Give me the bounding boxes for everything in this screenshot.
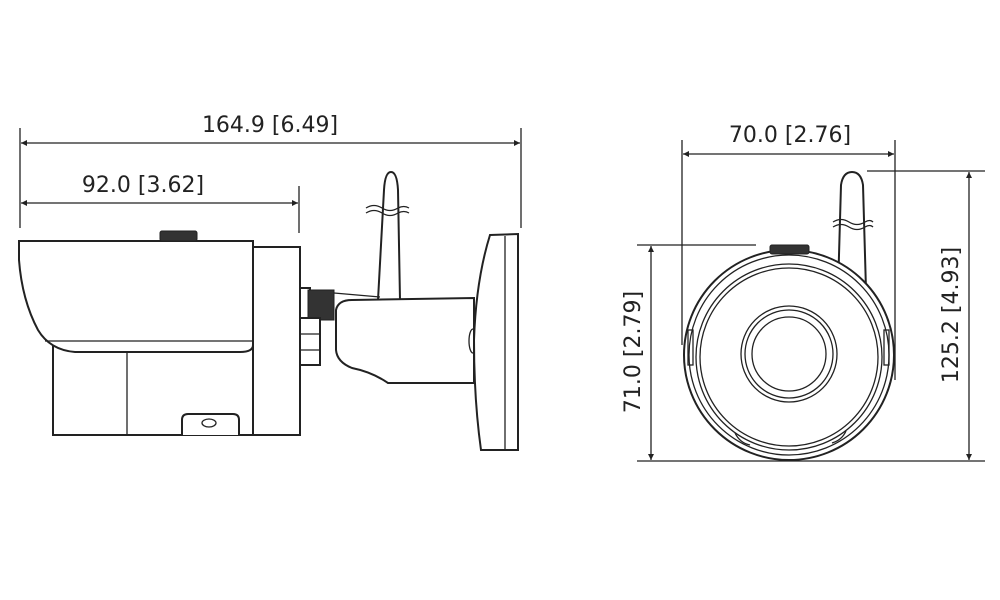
rear-housing bbox=[252, 246, 301, 436]
outer-housing-ring bbox=[683, 249, 895, 461]
mount-base bbox=[472, 232, 519, 451]
dimension-label-overall-length: 164.9 [6.49] bbox=[202, 113, 338, 138]
dimension-body-height: 71.0 [2.79] bbox=[621, 244, 985, 462]
dimension-label-body-height: 71.0 [2.79] bbox=[621, 291, 646, 413]
top-knob bbox=[159, 230, 198, 242]
antenna-side bbox=[365, 170, 410, 301]
dimension-front-width: 70.0 [2.76] bbox=[681, 123, 896, 380]
dimension-label-overall-height: 125.2 [4.93] bbox=[939, 247, 964, 383]
dimension-label-body-length: 92.0 [3.62] bbox=[82, 173, 204, 198]
dimension-label-front-width: 70.0 [2.76] bbox=[729, 123, 851, 148]
bottom-clip bbox=[181, 413, 240, 435]
sun-hood bbox=[18, 240, 254, 353]
antenna-front bbox=[832, 170, 874, 291]
top-knob-front bbox=[769, 244, 810, 255]
cable-connector bbox=[299, 287, 381, 366]
camera-side-view bbox=[18, 170, 519, 451]
camera-front-view bbox=[683, 170, 895, 461]
dimension-overall-length: 164.9 [6.49] bbox=[19, 113, 522, 228]
mount-arm bbox=[335, 296, 475, 384]
dimension-overall-height: 125.2 [4.93] bbox=[867, 170, 985, 460]
dimension-body-length: 92.0 [3.62] bbox=[21, 173, 300, 233]
